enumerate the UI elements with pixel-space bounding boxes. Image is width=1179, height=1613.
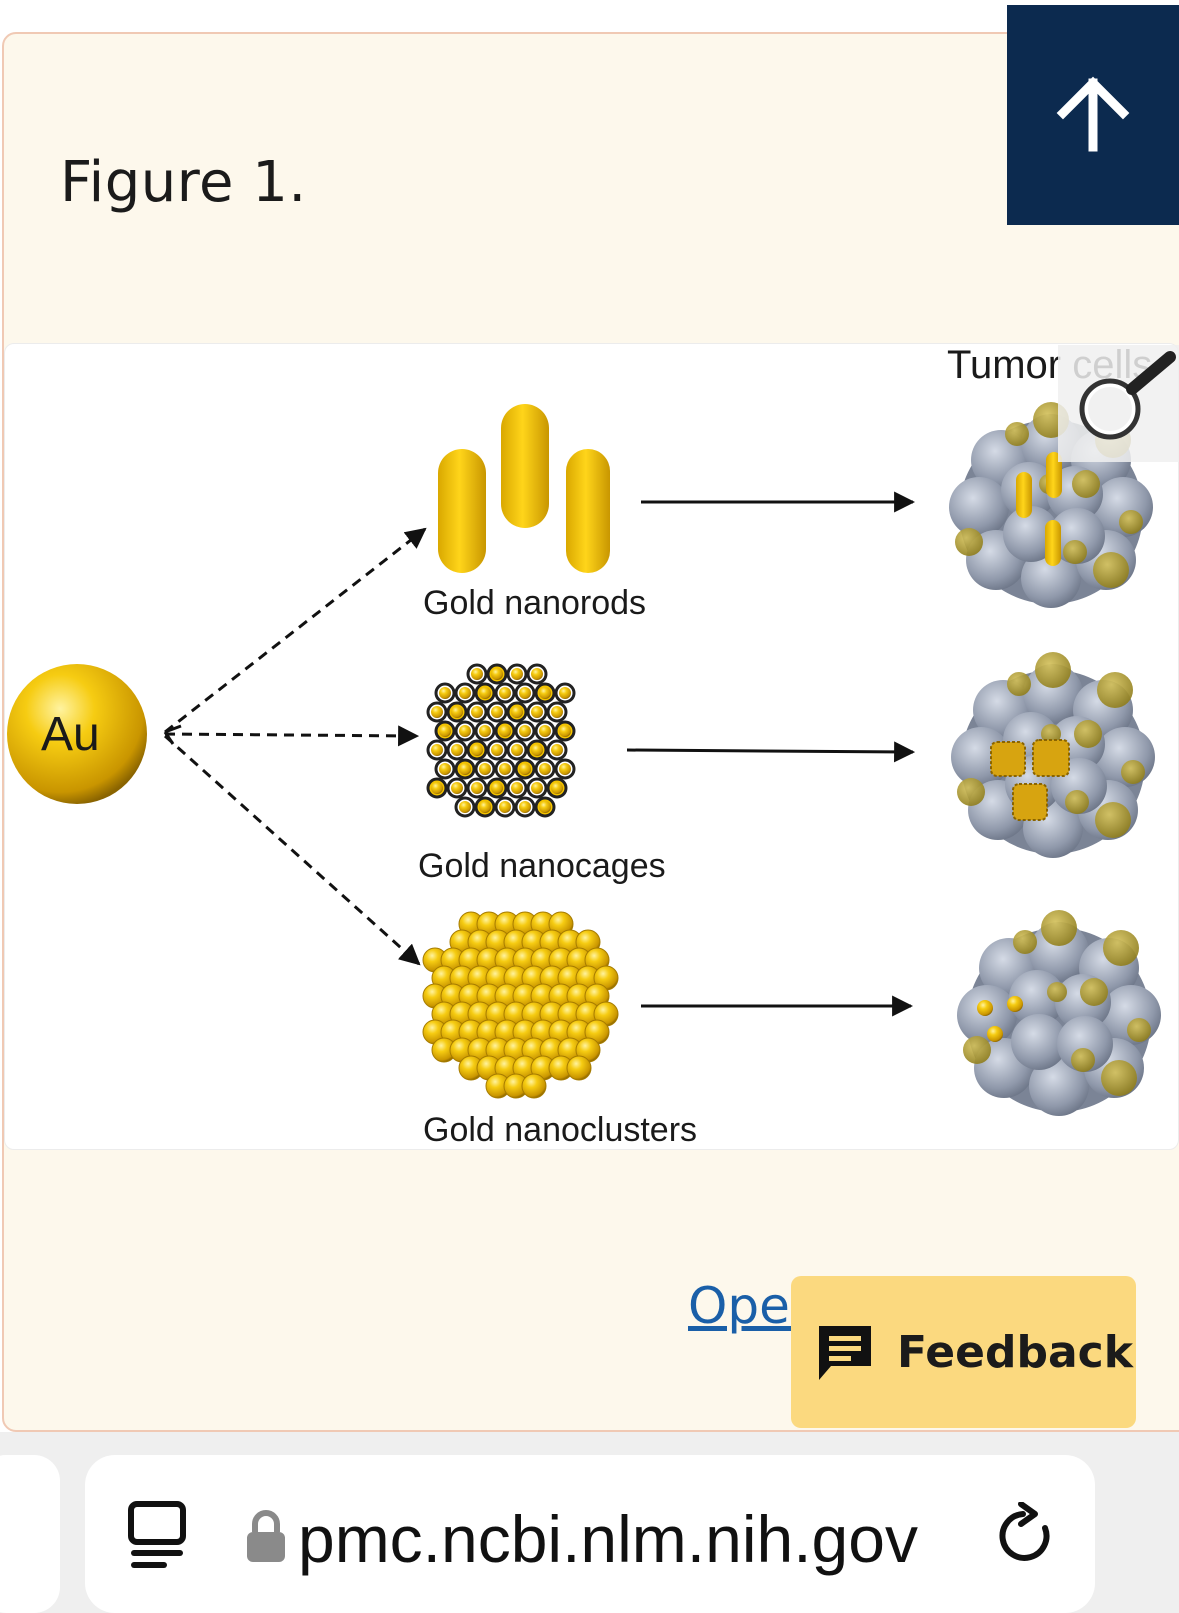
tumor-cell-cages xyxy=(951,652,1155,858)
feedback-button[interactable]: Feedback xyxy=(791,1276,1136,1428)
nanocages-label: Gold nanocages xyxy=(418,847,666,885)
au-sphere: Au xyxy=(7,664,147,804)
open-in-new-tab-link[interactable]: Open xyxy=(688,1277,796,1335)
arrow-up-icon xyxy=(1056,76,1130,152)
previous-tab[interactable] xyxy=(0,1455,60,1613)
magnifier-icon xyxy=(1079,351,1176,440)
chat-bubble-icon xyxy=(819,1326,871,1380)
tumor-cell-rods xyxy=(949,402,1153,608)
gold-nanorods xyxy=(438,404,610,573)
gold-nanoclusters xyxy=(422,911,619,1099)
figure-title: Figure 1. xyxy=(60,150,307,215)
feedback-label: Feedback xyxy=(897,1326,1133,1378)
tab-overview-icon[interactable] xyxy=(125,1500,189,1572)
gold-nanocages xyxy=(426,663,576,818)
nanoclusters-label: Gold nanoclusters xyxy=(423,1111,697,1149)
figure-image[interactable]: Tumor cells Au Gold nanorods Gold nanoca… xyxy=(4,343,1179,1150)
lock-icon xyxy=(247,1510,285,1562)
browser-bar xyxy=(0,1432,1179,1613)
magnify-button[interactable] xyxy=(1058,345,1179,462)
url-text[interactable]: pmc.ncbi.nlm.nih.gov xyxy=(298,1502,918,1576)
tumor-cell-clusters xyxy=(957,910,1161,1116)
au-label: Au xyxy=(41,708,100,761)
nanorods-label: Gold nanorods xyxy=(423,584,646,622)
reload-icon[interactable] xyxy=(995,1502,1059,1568)
back-to-top-button[interactable] xyxy=(1007,5,1179,225)
